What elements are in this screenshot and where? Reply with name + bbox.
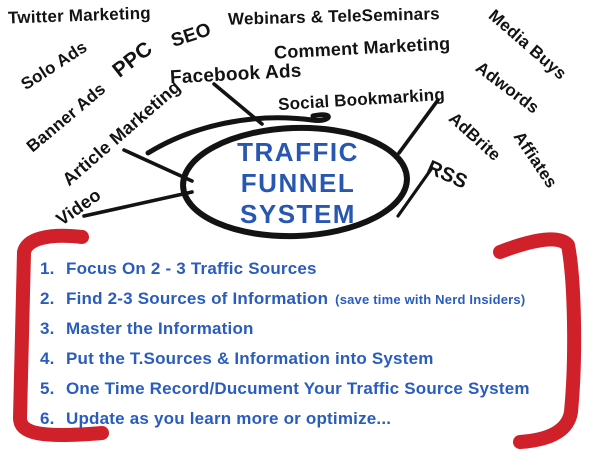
source-label-adbrite: AdBrite (445, 108, 505, 165)
source-label-facebook-ads: Facebook Ads (169, 60, 302, 89)
steps-list: 1. Focus On 2 - 3 Traffic Sources 2. Fin… (40, 259, 560, 439)
step-number: 2. (40, 289, 55, 308)
step-row: 2. Find 2-3 Sources of Information (save… (40, 289, 560, 319)
step-number: 1. (40, 259, 55, 278)
funnel-title-line-1: TRAFFIC (237, 137, 359, 167)
step-text: One Time Record/Ducument Your Traffic So… (66, 379, 530, 398)
step-text: Find 2-3 Sources of Information (66, 289, 329, 308)
step-row: 1. Focus On 2 - 3 Traffic Sources (40, 259, 560, 289)
step-row: 6. Update as you learn more or optimize.… (40, 409, 560, 439)
source-label-affiates: Affiates (509, 127, 562, 192)
step-note: (save time with Nerd Insiders) (335, 292, 526, 307)
step-number: 6. (40, 409, 55, 428)
source-label-solo-ads: Solo Ads (17, 37, 91, 94)
step-text: Update as you learn more or optimize... (66, 409, 392, 428)
source-label-twitter-marketing: Twitter Marketing (7, 3, 152, 28)
source-label-seo: SEO (168, 19, 214, 52)
source-label-social-bookmarking: Social Bookmarking (277, 84, 446, 115)
source-label-video: Video (52, 184, 105, 230)
step-number: 5. (40, 379, 55, 398)
source-label-adwords: Adwords (472, 57, 543, 118)
funnel-title-line-3: SYSTEM (240, 199, 356, 229)
step-row: 5. One Time Record/Ducument Your Traffic… (40, 379, 560, 409)
source-label-webinars-teleseminars: Webinars & TeleSeminars (227, 4, 441, 29)
step-number: 3. (40, 319, 55, 338)
step-text: Focus On 2 - 3 Traffic Sources (66, 259, 317, 278)
step-text: Master the Information (66, 319, 254, 338)
connector-article-marketing (122, 148, 194, 183)
funnel-title: TRAFFIC FUNNEL SYSTEM (185, 137, 411, 230)
step-row: 4. Put the T.Sources & Information into … (40, 349, 560, 379)
funnel-title-line-2: FUNNEL (240, 168, 356, 198)
step-number: 4. (40, 349, 55, 368)
step-text: Put the T.Sources & Information into Sys… (66, 349, 434, 368)
source-label-comment-marketing: Comment Marketing (273, 33, 451, 63)
source-label-rss: RSS (423, 156, 471, 194)
source-label-ppc: PPC (108, 37, 157, 83)
source-label-article-marketing: Article Marketing (58, 76, 185, 190)
connector-facebook-ads (212, 82, 264, 126)
step-row: 3. Master the Information (40, 319, 560, 349)
